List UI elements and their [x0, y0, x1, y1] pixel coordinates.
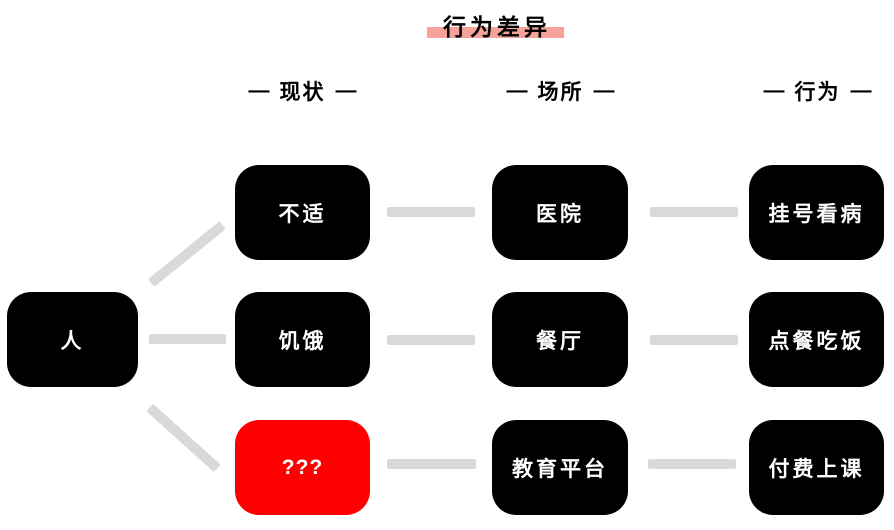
- connector-person-unknown: [146, 403, 221, 473]
- header-dash-right: —: [850, 79, 872, 102]
- header-dash-right: —: [335, 79, 357, 102]
- header-dash-right: —: [593, 79, 615, 102]
- connector-person-discomfort: [148, 221, 226, 287]
- header-dash-left: —: [763, 79, 785, 102]
- node-order-meal: 点餐吃饭: [749, 292, 884, 387]
- header-dash-left: —: [248, 79, 270, 102]
- column-header-status: — 现状 —: [225, 76, 380, 106]
- connector-discomfort-hospital: [387, 207, 475, 217]
- title-highlight-bar: [427, 27, 564, 38]
- column-header-status-label: 现状: [279, 81, 326, 104]
- page-title: 行为差异: [443, 14, 551, 40]
- connector-hungry-restaurant: [387, 335, 475, 345]
- node-paid-class: 付费上课: [749, 420, 884, 515]
- column-header-place: — 场所 —: [483, 76, 638, 106]
- connector-restaurant-ordermeal: [650, 335, 738, 345]
- connector-education-paidclass: [648, 459, 736, 469]
- node-book-doctor: 挂号看病: [749, 165, 884, 260]
- column-header-place-label: 场所: [537, 81, 584, 104]
- column-header-behavior: — 行为 —: [740, 76, 894, 106]
- node-restaurant: 餐厅: [492, 292, 628, 387]
- node-discomfort: 不适: [235, 165, 370, 260]
- node-hungry: 饥饿: [235, 292, 370, 387]
- header-dash-left: —: [506, 79, 528, 102]
- node-education-platform: 教育平台: [492, 420, 628, 515]
- connector-hospital-bookdoctor: [650, 207, 738, 217]
- node-unknown-status: ???: [235, 420, 370, 515]
- node-hospital: 医院: [492, 165, 628, 260]
- connector-person-hungry: [149, 334, 226, 344]
- column-header-behavior-label: 行为: [794, 81, 841, 104]
- node-person: 人: [7, 292, 138, 387]
- connector-unknown-education: [387, 459, 476, 469]
